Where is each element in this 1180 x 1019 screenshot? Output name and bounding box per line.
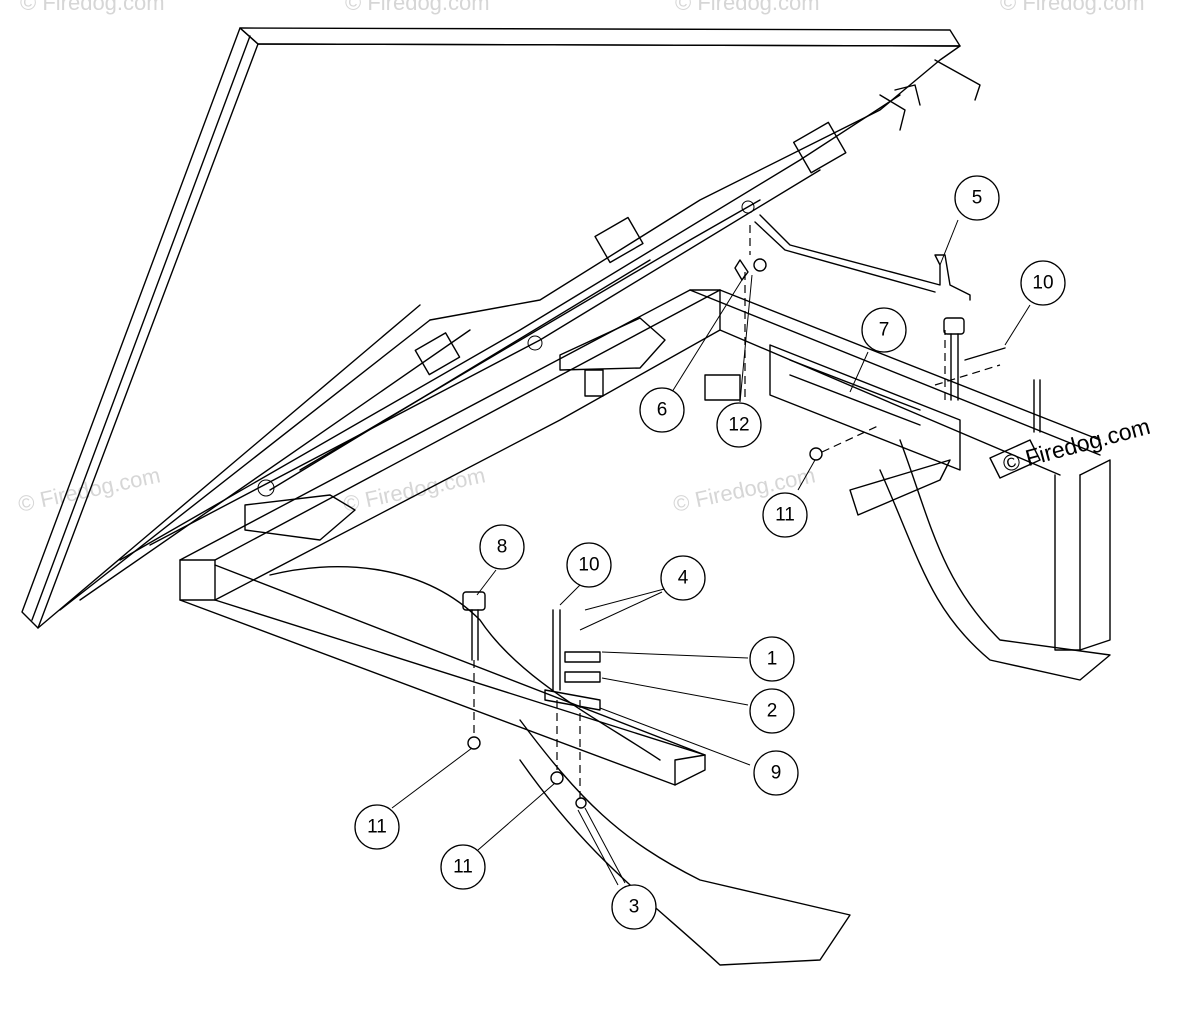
callout-label: 11	[453, 857, 473, 878]
callout-circle	[716, 402, 762, 448]
watermark-text: © Firedog.com	[1000, 0, 1145, 15]
watermark-text: © Firedog.com	[675, 0, 820, 15]
callout-circle	[639, 387, 685, 433]
callout-1: 1	[749, 636, 795, 682]
callout-circle	[440, 844, 486, 890]
callout-label: 3	[629, 897, 640, 918]
callout-label: 2	[767, 701, 778, 722]
callout-circle	[479, 524, 525, 570]
callout-label: 5	[972, 188, 983, 209]
callout-10-mid: 10	[566, 542, 612, 588]
callout-label: 11	[775, 505, 795, 526]
callout-label: 11	[367, 817, 387, 838]
callout-6: 6	[639, 387, 685, 433]
callout-circle	[1020, 260, 1066, 306]
rod-part	[754, 214, 971, 301]
callout-label: 4	[678, 568, 689, 589]
callout-2: 2	[749, 688, 795, 734]
callout-circle	[762, 492, 808, 538]
callout-11-left: 11	[354, 804, 400, 850]
callout-9: 9	[753, 750, 799, 796]
assembly-lines	[473, 225, 1001, 798]
callout-12: 12	[716, 402, 762, 448]
callout-circle	[861, 307, 907, 353]
callout-4: 4	[660, 555, 706, 601]
callout-5: 5	[954, 175, 1000, 221]
rear-crossmember	[179, 289, 1101, 601]
watermark-text: © Firedog.com	[16, 462, 163, 517]
callout-label: 8	[497, 537, 508, 558]
callout-11-right: 11	[762, 492, 808, 538]
callout-3: 3	[611, 884, 657, 930]
callout-label: 10	[578, 555, 599, 576]
callout-circle	[660, 555, 706, 601]
callout-10-top: 10	[1020, 260, 1066, 306]
seat-frame	[21, 27, 981, 629]
callout-circle	[566, 542, 612, 588]
watermark-text: © Firedog.com	[341, 462, 488, 517]
watermark-text: © Firedog.com	[20, 0, 165, 15]
watermark-text: © Firedog.com	[345, 0, 490, 15]
callout-8: 8	[479, 524, 525, 570]
callout-circle	[749, 636, 795, 682]
callout-label: 10	[1032, 273, 1053, 294]
callout-label: 6	[657, 400, 668, 421]
callout-label: 12	[728, 415, 749, 436]
right-frame	[769, 344, 1111, 681]
callout-circle	[954, 175, 1000, 221]
callout-circle	[611, 884, 657, 930]
fasteners	[462, 258, 1041, 809]
callout-11-center: 11	[440, 844, 486, 890]
leader-lines	[391, 219, 1031, 886]
callout-label: 1	[767, 649, 778, 670]
callout-label: 9	[771, 763, 782, 784]
callout-circle	[749, 688, 795, 734]
callout-circle	[753, 750, 799, 796]
callout-label: 7	[879, 320, 890, 341]
callout-circle	[354, 804, 400, 850]
callout-7: 7	[861, 307, 907, 353]
